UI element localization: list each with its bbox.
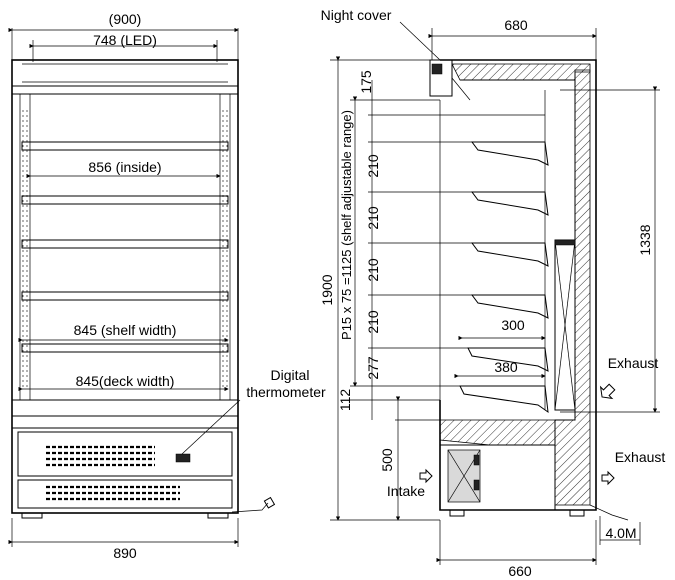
exhaust-upper: Exhaust [599,355,659,400]
side-compressor-compartment [439,444,556,511]
dim-210-c-label: 210 [365,258,381,282]
dim-cord-label: 4.0M [605,525,636,541]
side-shelves [459,141,549,414]
dim-led-width: 748 (LED) [29,32,218,62]
dim-277-label: 277 [365,356,381,380]
exhaust-lower-label: Exhaust [615,449,666,465]
dim-1338-label: 1338 [637,224,653,255]
dim-380: 380 [454,359,546,379]
side-deck-insulation [439,419,556,446]
front-grille-upper [46,445,155,467]
digital-thermometer-unit [175,453,191,463]
dim-175-label: 175 [358,70,374,94]
dim-base-label: 890 [113,545,137,561]
front-deck [11,399,239,417]
dim-top-depth-label: 680 [504,17,528,33]
dim-210-d-label: 210 [365,310,381,334]
front-post-perforations [22,110,228,390]
night-cover-label: Night cover [321,7,392,23]
dim-500: 500 [379,396,401,521]
dim-112-label: 112 [337,389,353,412]
exhaust-upper-label: Exhaust [608,355,659,371]
dim-cord-length: 4.0M [599,516,641,545]
front-grille-lower [46,485,180,501]
dim-inside-width: 856 (inside) [26,159,221,179]
side-top-insulation [451,63,591,81]
dim-1338: 1338 [560,86,660,413]
dim-bottom-depth-label: 660 [508,563,532,579]
dim-210-b-label: 210 [365,206,381,230]
dim-bottom-depth: 660 [436,520,597,579]
dim-210-a-label: 210 [365,154,381,178]
dim-shelf-range-label: P15 x 75 =1125 (shelf adjustable range) [339,110,354,340]
side-evaporator [554,239,576,411]
dim-shelf-width: 845 (shelf width) [18,322,229,343]
front-base-panel [17,479,233,509]
dim-top-depth: 680 [428,17,597,60]
dim-300-label: 300 [501,317,525,333]
dim-shelf-width-label: 845 (shelf width) [74,322,177,338]
front-cabinet-outline [11,59,239,514]
dim-led-label: 748 (LED) [93,32,157,48]
dim-380-label: 380 [494,359,518,375]
front-power-cord [231,502,269,513]
front-lower-panel [17,431,233,477]
dim-500-label: 500 [379,448,395,472]
side-view: Night cover 680 [319,7,665,579]
dim-overall-label: (900) [109,11,142,27]
dim-inside-label: 856 (inside) [88,159,161,175]
intake-marker: Intake [387,468,433,499]
dim-deck-width: 845(deck width) [18,373,229,392]
front-shelves [21,141,229,353]
dim-height-label: 1900 [319,274,335,305]
dim-overall-width: (900) [8,11,239,60]
thermometer-label: thermometer [246,384,326,400]
intake-label: Intake [387,483,425,499]
exhaust-lower: Exhaust [601,449,666,486]
dim-shelf-segments: 175 210 210 210 210 277 112 [337,70,381,420]
dim-base-width: 890 [8,518,239,561]
front-view: (900) 748 (LED) [8,11,326,561]
dim-deck-width-label: 845(deck width) [76,373,175,389]
digital-label: Digital [271,367,310,383]
dim-shelf-range: P15 x 75 =1125 (shelf adjustable range) [339,96,358,387]
dim-300: 300 [458,317,546,341]
dim-height: 1900 [319,56,341,521]
